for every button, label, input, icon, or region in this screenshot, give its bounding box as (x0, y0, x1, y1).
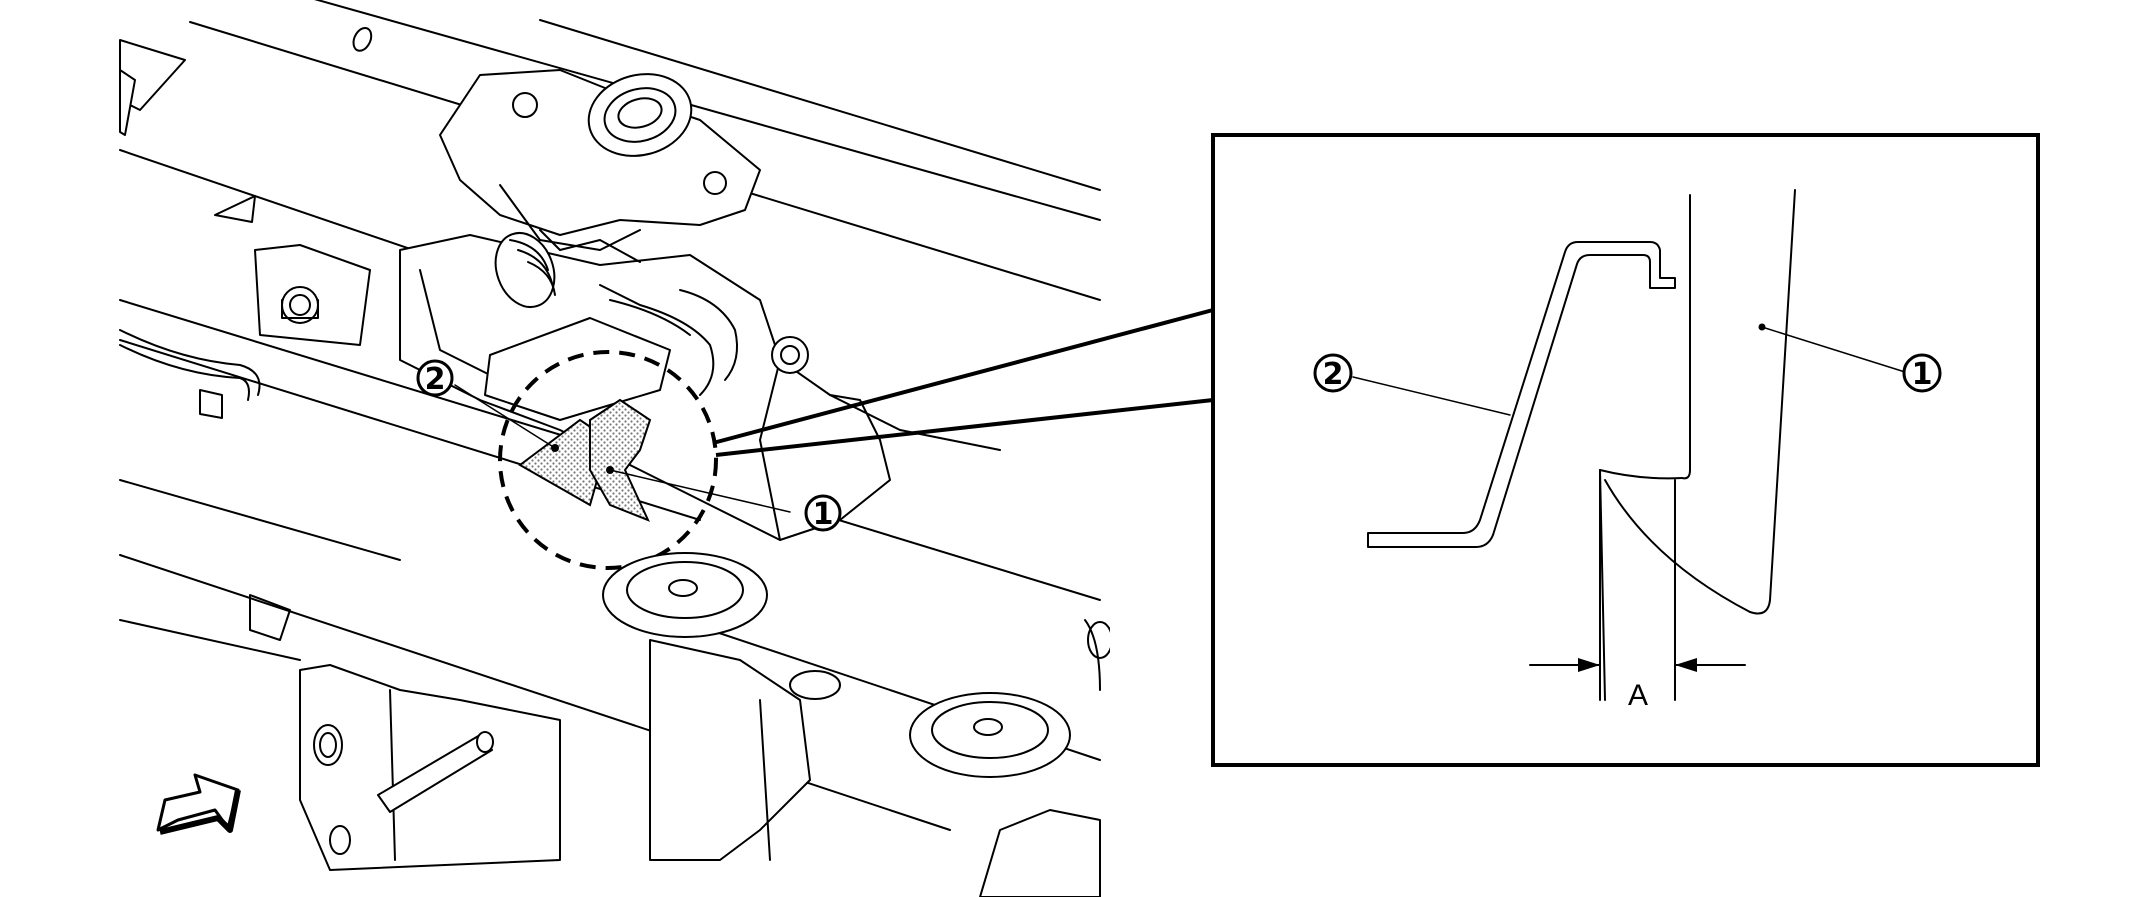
svg-text:2: 2 (425, 362, 446, 397)
svg-text:1: 1 (813, 497, 834, 532)
dimension-a-label: A (1628, 679, 1648, 712)
lever-part-2-outline (1367, 241, 1676, 548)
svg-text:1: 1 (1912, 357, 1933, 392)
striker-part-1-region (589, 398, 652, 522)
round-seat (602, 552, 768, 638)
callout-part-1-left: 1 (804, 494, 842, 532)
callout-part-2-right: 2 (1313, 353, 1353, 393)
callout-part-2-left: 2 (416, 359, 454, 397)
latch-assembly-view (119, 0, 1110, 897)
spring-coil (494, 232, 556, 308)
front-direction-arrow-icon (156, 773, 241, 835)
detail-circle (498, 350, 718, 570)
detail-inset: A 2 1 (1211, 133, 2040, 767)
svg-text:2: 2 (1323, 357, 1344, 392)
callout-part-1-right: 1 (1902, 353, 1942, 393)
round-seat (909, 692, 1071, 778)
